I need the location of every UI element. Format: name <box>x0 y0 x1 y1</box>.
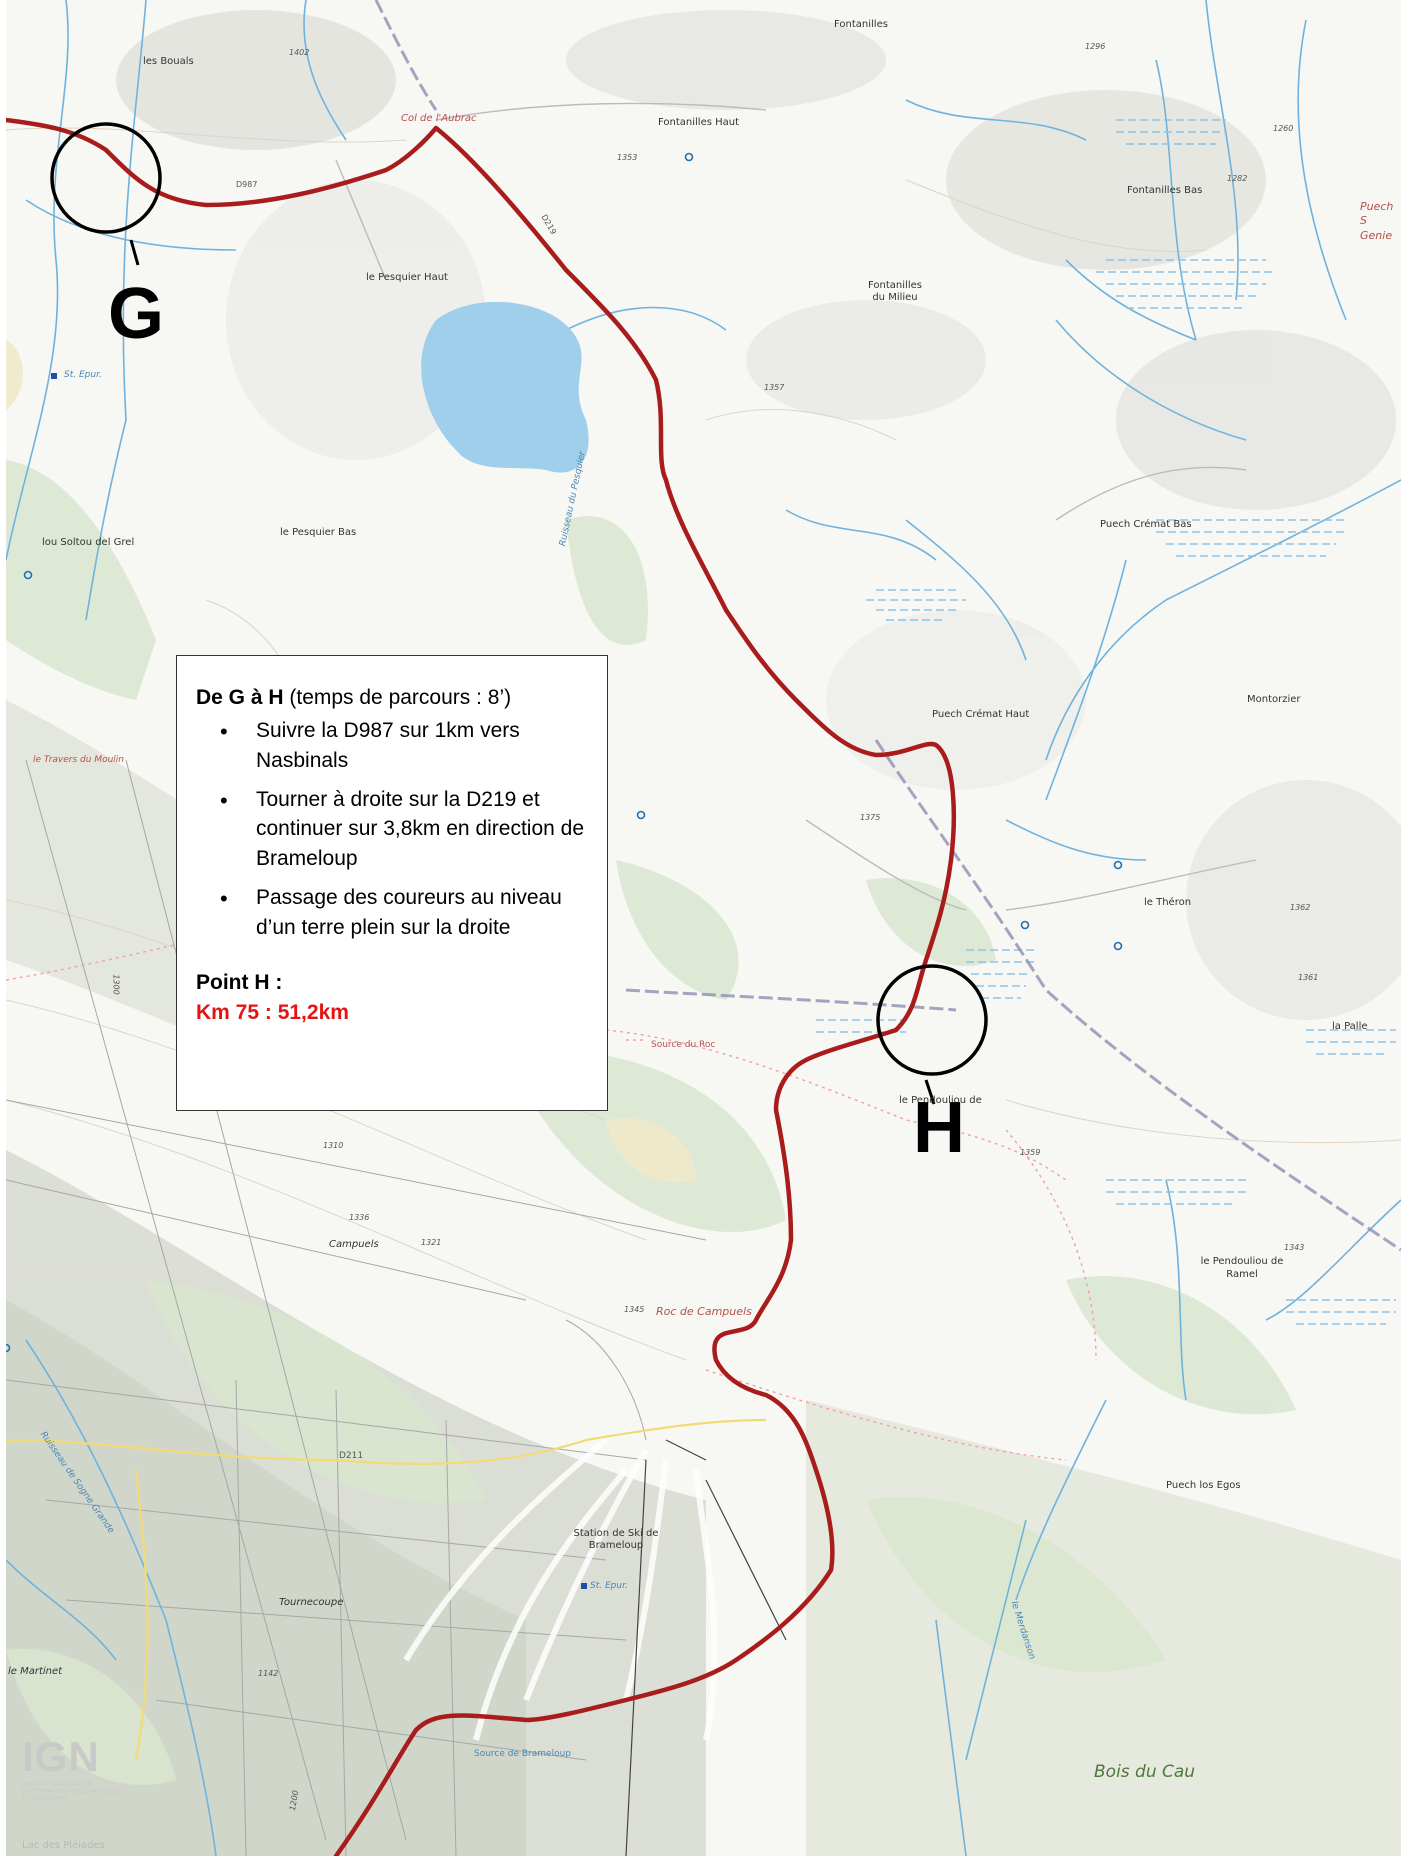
checkpoint-g-pointer <box>129 239 140 266</box>
place-source-du-roc: Source du Roc <box>651 1040 716 1050</box>
altitude-1343: 1343 <box>1284 1243 1305 1252</box>
checkpoint-h-label: H <box>913 1088 965 1168</box>
info-bullet: Tourner à droite sur la D219 et continue… <box>220 785 589 874</box>
altitude-1310: 1310 <box>323 1141 344 1150</box>
altitude-1300: 1300 <box>111 974 121 995</box>
info-bullet: Suivre la D987 sur 1km vers Nasbinals <box>220 716 589 776</box>
streams <box>6 0 1401 1856</box>
place-station-ski: Station de Ski de Brameloup <box>573 1528 659 1551</box>
altitude-1357: 1357 <box>764 383 785 392</box>
checkpoint-g-label: G <box>108 274 165 354</box>
route-info-box: De G à H (temps de parcours : 8’) Suivre… <box>176 655 608 1111</box>
race-route <box>6 117 957 1856</box>
road-d211: D211 <box>339 1451 364 1461</box>
info-title-rest: (temps de parcours : 8’) <box>283 686 512 709</box>
ski-lifts <box>625 1439 787 1856</box>
altitude-1359: 1359 <box>1020 1148 1041 1157</box>
checkpoint-h-circle <box>876 964 988 1076</box>
place-fontanilles-bas: Fontanilles Bas <box>1127 185 1203 196</box>
altitude-1336: 1336 <box>349 1213 370 1222</box>
road-d987: D987 <box>236 180 258 189</box>
altitude-1402: 1402 <box>289 48 310 57</box>
place-st-epur-1: St. Epur. <box>64 370 102 380</box>
place-le-theron: le Théron <box>1144 897 1192 908</box>
place-le-pesquier-bas: le Pesquier Bas <box>280 527 357 538</box>
ign-logo: IGN INSTITUT NATIONAL DE L'INFORMATION G… <box>22 1733 122 1803</box>
place-col-aubrac: Col de l'Aubrac <box>401 113 477 124</box>
altitude-1260: 1260 <box>1273 124 1294 133</box>
place-bois-du-cau: Bois du Cau <box>1094 1762 1196 1782</box>
checkpoint-g-circle <box>50 122 162 234</box>
place-fontanilles-haut: Fontanilles Haut <box>658 117 740 128</box>
ski-pistes <box>403 1437 718 1741</box>
altitude-1321: 1321 <box>421 1238 442 1247</box>
altitude-1142: 1142 <box>258 1669 279 1678</box>
info-bullet: Passage des coureurs au niveau d’un terr… <box>220 883 589 943</box>
info-bullet-list: Suivre la D987 sur 1km vers Nasbinals To… <box>196 716 589 943</box>
altitude-1345: 1345 <box>624 1305 645 1314</box>
place-campuels: Campuels <box>329 1239 379 1250</box>
meadows <box>6 340 696 1183</box>
grey-roads <box>374 0 1401 1252</box>
place-le-pesquier-haut: le Pesquier Haut <box>366 272 448 283</box>
info-point-label: Point H : <box>196 970 283 994</box>
map-canvas <box>6 0 1401 1856</box>
place-puech-cremat-bas: Puech Crémat Bas <box>1100 519 1192 530</box>
white-roads <box>335 102 1257 911</box>
topographic-map[interactable]: les Bouals Col de l'Aubrac Fontanilles F… <box>6 0 1401 1856</box>
place-le-travers-moulin: le Travers du Moulin <box>33 755 124 765</box>
place-lou-soltou: lou Soltou del Grel <box>42 537 135 548</box>
place-puech-genie: Puech S Genie <box>1360 200 1394 242</box>
place-puech-los-egos: Puech los Egos <box>1166 1480 1241 1491</box>
altitude-1362: 1362 <box>1290 903 1311 912</box>
ign-logo-text: IGN <box>22 1733 100 1780</box>
altitude-1296: 1296 <box>1085 42 1106 51</box>
place-puech-cremat-haut: Puech Crémat Haut <box>932 709 1030 720</box>
yellow-roads <box>6 1418 767 1761</box>
map-credit: Lac des Pléiades <box>22 1840 105 1851</box>
water-points <box>6 152 1123 1353</box>
epur-points <box>51 373 587 1589</box>
place-fontanilles-milieu: Fontanilles du Milieu <box>868 280 922 303</box>
lac-pesquier <box>421 301 589 473</box>
place-roc-campuels: Roc de Campuels <box>656 1305 752 1318</box>
place-fontanilles: Fontanilles <box>834 19 888 30</box>
place-le-martinet: le Martinet <box>8 1666 63 1677</box>
info-title-bold: De G à H <box>196 686 284 709</box>
checkpoint-h-pointer <box>924 1079 936 1105</box>
place-montorzier: Montorzier <box>1247 694 1301 705</box>
place-les-bouals: les Bouals <box>143 56 194 67</box>
forest-tracks <box>6 759 707 1856</box>
altitude-1375: 1375 <box>860 813 881 822</box>
place-tournecoupe: Tournecoupe <box>279 1597 344 1608</box>
info-title: De G à H (temps de parcours : 8’) <box>196 686 589 710</box>
place-le-pendouliou-h: le Pendouliou de <box>899 1095 982 1106</box>
place-la-palle: la Palle <box>1332 1021 1368 1032</box>
place-st-epur-2: St. Epur. <box>590 1581 628 1591</box>
marshes <box>816 119 1396 1325</box>
altitude-1353: 1353 <box>617 153 638 162</box>
info-km-label: Km 75 : 51,2km <box>196 1000 349 1024</box>
ign-logo-subtitle: INSTITUT NATIONAL DE L'INFORMATION GÉOGR… <box>22 1781 120 1803</box>
forest-areas <box>6 460 1296 1785</box>
place-le-pendouliou-ramel: le Pendouliou de Ramel <box>1200 1256 1284 1280</box>
altitude-1282: 1282 <box>1227 174 1248 183</box>
altitude-1361: 1361 <box>1298 973 1319 982</box>
place-source-brameloup: Source de Brameloup <box>474 1749 572 1759</box>
